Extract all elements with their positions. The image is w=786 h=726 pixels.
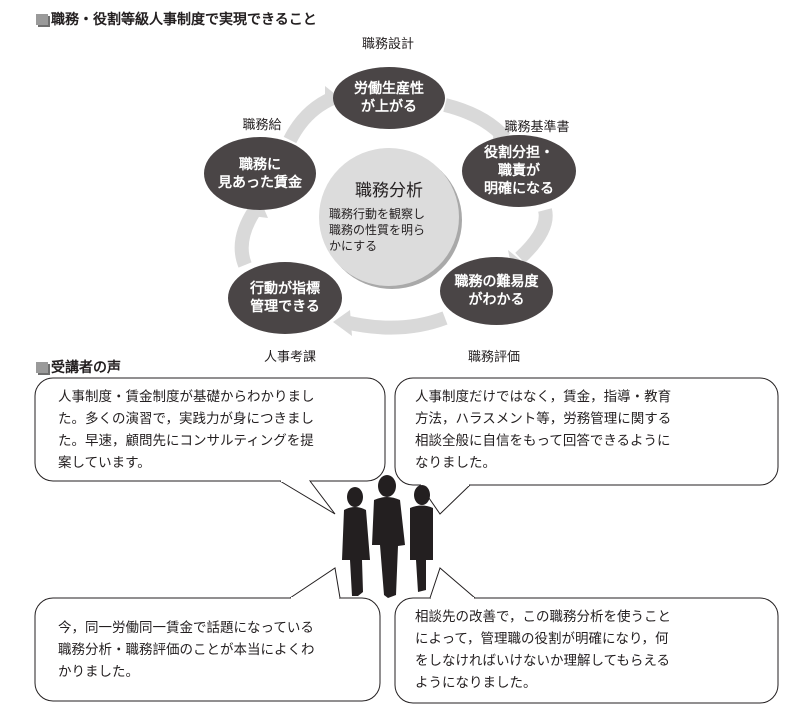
bubble-4 bbox=[394, 597, 779, 704]
bubble-1 bbox=[34, 377, 386, 482]
voice-4: 相談先の改善で，この職務分析を使うこと によって，管理職の役割が明確になり，何 … bbox=[415, 609, 671, 691]
label-job-evaluation: 職務評価 bbox=[467, 350, 520, 365]
label-personnel-review: 人事考課 bbox=[263, 350, 316, 365]
center-title: 職務分析 bbox=[355, 181, 423, 201]
bubble-tail-3 bbox=[289, 567, 341, 599]
voice-3: 今，同一労働同一賃金で話題になっている 職務分析・職務評価のことが本当によくわ … bbox=[58, 620, 315, 680]
voice-1: 人事制度・賃金制度が基礎からわかりまし た。多くの演習で，実践力が身につきまし … bbox=[58, 389, 315, 471]
label-job-pay: 職務給 bbox=[242, 118, 282, 133]
bubble-2 bbox=[394, 377, 779, 486]
people-silhouette-icon bbox=[342, 475, 433, 598]
node-role-clarity: 役割分担・ 職責が 明確になる bbox=[462, 135, 576, 207]
bubble-tail-4 bbox=[429, 567, 476, 599]
center-job-analysis: 職務分析 職務行動を観察し 職務の性質を明ら かにする bbox=[319, 148, 459, 286]
node-behavior-indicator: 行動が指標 管理できる bbox=[228, 262, 342, 334]
node-productivity: 労働生産性 が上がる bbox=[333, 67, 445, 129]
node-fair-wage: 職務に 見あった賃金 bbox=[204, 137, 316, 210]
center-description: 職務行動を観察し 職務の性質を明ら かにする bbox=[329, 207, 426, 253]
section-heading-system: 職務・役割等級人事制度で実現できること bbox=[36, 9, 317, 29]
voice-2: 人事制度だけではなく，賃金，指導・教育 方法，ハラスメント等，労務管理に関する … bbox=[415, 389, 672, 471]
bullet-square-icon bbox=[36, 13, 48, 25]
arrow-3 bbox=[343, 311, 448, 335]
section-title: 受講者の声 bbox=[51, 360, 121, 376]
bubble-tail-1 bbox=[279, 480, 336, 515]
section-heading-voices: 受講者の声 bbox=[36, 357, 121, 377]
label-job-design: 職務設計 bbox=[361, 37, 414, 52]
node-job-difficulty: 職務の難易度 がわかる bbox=[440, 257, 553, 325]
bullet-square-icon bbox=[36, 361, 48, 373]
bubble-3 bbox=[34, 597, 381, 702]
section-title: 職務・役割等級人事制度で実現できること bbox=[51, 12, 317, 28]
arrow-2 bbox=[515, 208, 553, 264]
label-job-standards: 職務基準書 bbox=[504, 120, 570, 135]
